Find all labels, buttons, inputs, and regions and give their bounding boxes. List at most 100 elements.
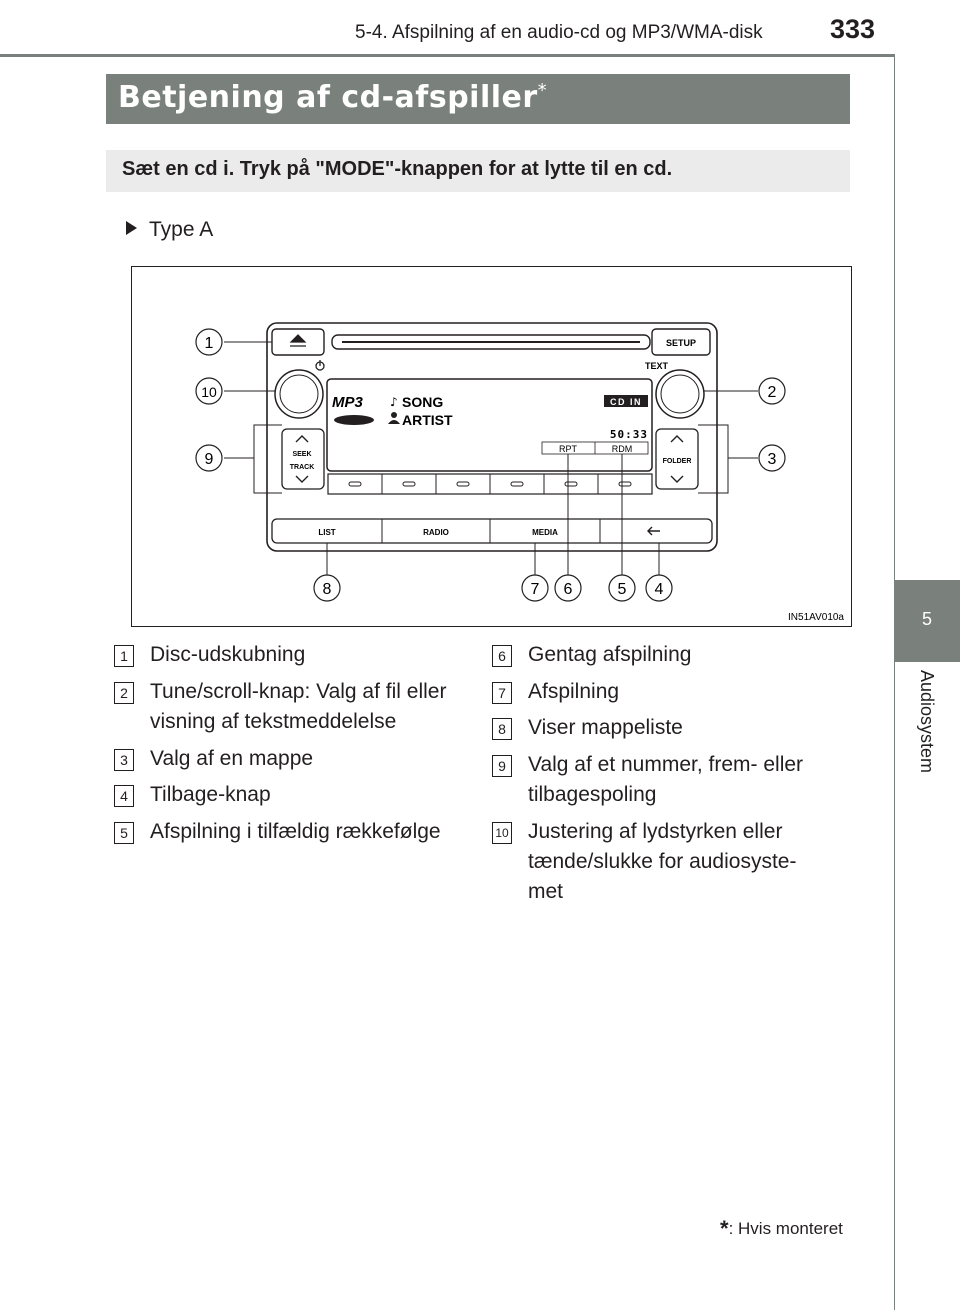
callout-8 [313,574,341,602]
display-rdm: RDM [612,444,633,454]
preset-buttons [327,473,653,495]
callout-1-label: 1 [205,335,214,352]
page-number: 333 [830,14,876,44]
legend-text: Tune/scroll-knap: Valg af fil eller [150,680,447,703]
legend-number: 4 [114,785,134,807]
setup-button [651,328,711,356]
folder-button [655,428,699,490]
callout-8-label: 8 [323,581,332,598]
legend-text: tilbagespoling [528,783,657,806]
legend-text: Viser mappeliste [528,716,683,739]
chapter-tab: Audiosystem [894,662,960,1282]
legend-number: 3 [114,749,134,771]
legend-text: Afspilning i tilfældig rækkefølge [150,820,441,843]
seek-label: SEEK [292,451,311,458]
callout-6 [554,574,582,602]
footnote: *: Hvis monteret [720,1216,843,1242]
chevron-up-icon [295,435,309,443]
chevron-down-icon [295,475,309,483]
side-divider-lower [894,662,895,1310]
tune-knob-inner [660,374,700,414]
callout-4 [645,574,673,602]
callout-5-label: 5 [618,581,627,598]
legend-number: 7 [492,682,512,704]
instruction-bar: Sæt en cd i. Tryk på "MODE"-knappen for … [106,150,850,192]
preset-mark [510,481,524,487]
preset-mark [456,481,470,487]
legend-text: Tilbage-knap [150,783,271,806]
triangle-bullet-icon [126,221,137,235]
type-label: Type A [126,218,213,242]
legend-number: 5 [114,822,134,844]
display-song: SONG [402,394,443,410]
callout-7 [521,574,549,602]
legend-number: 2 [114,682,134,704]
legend-text: Valg af en mappe [150,747,314,770]
text-label: TEXT [645,361,669,371]
display-screen [326,378,653,472]
legend-text: tænde/slukke for audiosyste- [528,850,797,873]
callout-bracket-3 [698,424,729,494]
callout-3 [758,444,786,472]
list-label: LIST [318,528,335,537]
source-badge [604,395,648,407]
type-label-text: Type A [149,218,214,241]
callout-10 [195,377,223,405]
callout-6-label: 6 [564,581,573,598]
preset-mark [348,481,362,487]
legend-text: Disc-udskubning [150,643,306,666]
legend-number: 6 [492,645,512,667]
figure-code: IN51AV010a [788,612,844,623]
footnote-text: : Hvis monteret [728,1219,843,1238]
artist-icon [391,412,397,418]
radio-label: RADIO [423,528,449,537]
legend-text: Justering af lydstyrken eller [528,820,783,843]
media-label: MEDIA [532,528,558,537]
eject-icon [289,334,307,347]
section-title-text: Betjening af cd-afspiller [118,80,538,115]
legend-text: met [528,880,564,903]
section-title-bar: Betjening af cd-afspiller* [106,74,850,124]
track-label: TRACK [290,464,315,471]
legend-text: Afspilning [528,680,620,703]
legend-number: 8 [492,718,512,740]
legend-number: 1 [114,645,134,667]
display-time: 50:33 [610,428,648,441]
preset-mark [402,481,416,487]
callout-4-label: 4 [655,581,664,598]
bottom-button-row [271,518,713,544]
volume-knob-inner [279,374,319,414]
artist-icon-body [388,420,400,424]
display-source: CD IN [610,397,642,407]
radio-figure: SETUP TEXT MP3 ♪ SONG ARTIST CD IN 50:33… [131,266,852,627]
display-format: MP3 [332,394,364,411]
callout-bracket-9 [253,424,282,494]
display-rpt: RPT [559,444,578,454]
callout-markers: 1 10 2 9 3 8 7 6 5 4 [195,328,786,602]
preset-mark [564,481,578,487]
callout-7-label: 7 [531,581,540,598]
section-title: Betjening af cd-afspiller* [118,80,547,115]
chapter-tab-number: 5 [894,580,960,662]
header-section-title: 5-4. Afspilning af en audio-cd og MP3/WM… [355,22,763,43]
legend-number: 10 [492,822,512,844]
callout-10-label: 10 [201,384,217,400]
callout-1 [195,328,223,356]
preset-mark [618,481,632,487]
disc-icon [334,415,374,425]
instruction-text: Sæt en cd i. Tryk på "MODE"-knappen for … [122,158,673,180]
radio-illustration: SETUP TEXT MP3 ♪ SONG ARTIST CD IN 50:33… [195,322,844,623]
side-divider [894,56,895,580]
callout-lines [224,341,758,575]
optional-marker: * [537,80,548,101]
chapter-tab-label: Audiosystem [917,670,937,774]
header-divider [0,54,895,57]
seek-track-button [281,428,325,490]
chevron-down-icon [670,475,684,483]
legend-text: Gentag afspilning [528,643,692,666]
folder-label: FOLDER [663,458,692,465]
legend-text: visning af tekstmeddelelse [150,710,397,733]
callout-3-label: 3 [768,451,777,468]
asterisk-icon: * [720,1216,729,1241]
chevron-up-icon [670,435,684,443]
